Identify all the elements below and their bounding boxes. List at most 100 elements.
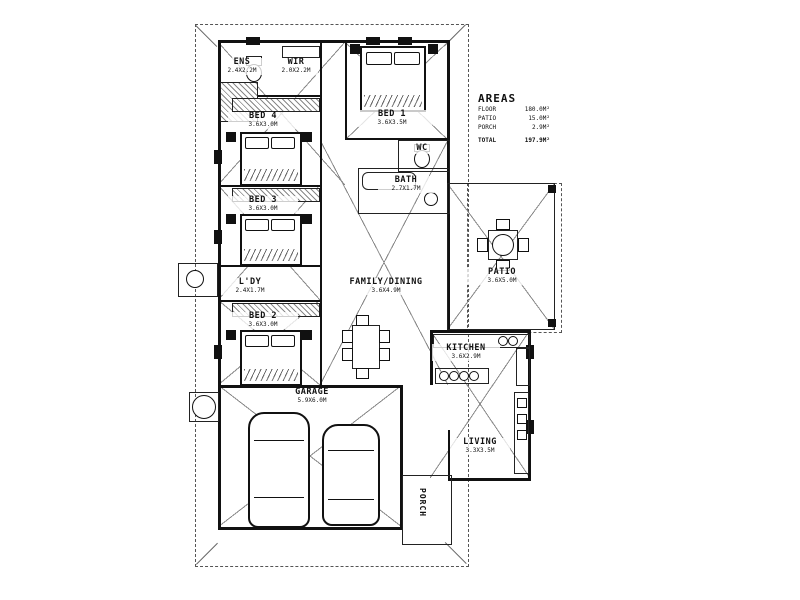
areas-label: FLOOR (478, 106, 497, 113)
label-family-dining: FAMILY/DINING 3.6X4.9M (330, 277, 442, 295)
sink-bowl-icon (508, 336, 518, 346)
areas-value: 197.9M² (524, 137, 550, 144)
room-dim: 3.6X3.0M (248, 120, 278, 128)
chair-icon (518, 238, 529, 252)
robe-bed4-icon (232, 98, 320, 112)
bed1-icon (360, 46, 426, 112)
wall-bed4-bottom (218, 185, 320, 187)
room-name: GARAGE (295, 387, 329, 397)
bath-outline (358, 168, 450, 214)
pillow (271, 335, 295, 347)
wall-ens-bottom (218, 95, 320, 97)
room-dim: 3.6X2.9M (451, 352, 481, 360)
car-windshield-line (254, 440, 304, 441)
room-dim: 2.4X1.7M (235, 286, 265, 294)
room-name: BATH (394, 175, 418, 185)
areas-row-porch: PORCH 2.9M² (478, 123, 550, 132)
areas-label: PATIO (478, 115, 497, 122)
label-porch: PORCH (418, 488, 427, 518)
bed4-icon (240, 132, 302, 186)
room-dim: 3.6X5.0M (487, 276, 517, 284)
media-shelf-icon (517, 430, 527, 440)
wall-garage-top (218, 385, 403, 388)
label-bed2: BED 2 3.6X3.0M (228, 311, 298, 329)
chair-icon (379, 348, 390, 361)
wall-garage-right (400, 385, 403, 530)
room-name: L'DY (238, 277, 262, 287)
room-name: BED 4 (248, 111, 278, 121)
cooktop-burner-icon (439, 371, 449, 381)
blanket (244, 169, 298, 181)
media-shelf-icon (517, 398, 527, 408)
chair-icon (342, 330, 353, 343)
chair-icon (496, 219, 510, 230)
wall-bed1-bottom (345, 138, 450, 140)
window-left-bed4 (214, 150, 222, 164)
label-bed1: BED 1 3.6X3.5M (352, 109, 432, 127)
chair-icon (356, 315, 369, 326)
room-dim: 3.6X3.0M (248, 204, 278, 212)
areas-table: AREAS FLOOR 180.0M² PATIO 15.0M² PORCH 2… (478, 92, 550, 145)
areas-row-patio: PATIO 15.0M² (478, 114, 550, 123)
cooktop-burner-icon (459, 371, 469, 381)
pillow (245, 137, 269, 149)
label-wc: WC (404, 143, 440, 154)
room-name: PORCH (418, 488, 427, 518)
media-unit-icon (514, 392, 529, 474)
wall-right-upper (447, 40, 450, 186)
blanket (364, 95, 422, 107)
media-shelf-icon (517, 414, 527, 424)
blanket (244, 249, 298, 261)
room-name: ENS (233, 57, 251, 67)
kitchen-bench-side-icon (516, 348, 530, 386)
wall-left (218, 40, 221, 530)
chair-icon (356, 368, 369, 379)
bedside-table-icon (226, 132, 236, 142)
label-bed4: BED 4 3.6X3.0M (228, 111, 298, 129)
window-top-bed1-a (366, 37, 380, 45)
room-dim: 5.9X6.0M (297, 396, 327, 404)
chair-icon (342, 348, 353, 361)
areas-value: 2.9M² (531, 124, 550, 131)
tank-box-icon (189, 392, 219, 422)
wall-bed3-bottom (218, 265, 320, 267)
areas-title: AREAS (478, 92, 517, 105)
room-dim: 3.6X3.5M (377, 118, 407, 126)
bedside-table-icon (302, 132, 312, 142)
pillow (271, 219, 295, 231)
cooktop-bench-icon (435, 368, 489, 384)
chair-icon (477, 238, 488, 252)
wall-kitchen-left (430, 330, 433, 385)
room-dim: 3.6X4.9M (371, 286, 401, 294)
wall-kitchen-top (430, 330, 531, 333)
car-rear-line (254, 497, 304, 498)
cooktop-burner-icon (469, 371, 479, 381)
bedside-table-icon (428, 44, 438, 54)
wc-outline (398, 140, 450, 172)
porch-outline (402, 475, 452, 545)
bedside-table-icon (226, 330, 236, 340)
dining-table-icon (352, 325, 380, 369)
room-name: FAMILY/DINING (349, 277, 423, 287)
cooktop-burner-icon (449, 371, 459, 381)
wall-living-bottom (448, 478, 531, 481)
wardrobe-shelf-icon (282, 46, 320, 58)
pillow (245, 219, 269, 231)
car-icon (248, 412, 310, 528)
wall-laundry-bottom (218, 300, 320, 302)
patio-table-icon (488, 230, 518, 260)
room-dim: 2.4X2.2M (227, 66, 257, 74)
label-bath: BATH 2.7X1.7M (378, 175, 434, 193)
bedside-table-icon (226, 214, 236, 224)
pillow (271, 137, 295, 149)
label-wir: WIR 2.0X2.2M (274, 57, 318, 75)
patio-post-bottom (548, 319, 556, 327)
areas-row-floor: FLOOR 180.0M² (478, 105, 550, 114)
pillow (245, 335, 269, 347)
bed3-icon (240, 214, 302, 266)
room-name: BED 1 (377, 109, 407, 119)
bedside-table-icon (302, 214, 312, 224)
room-name: PATIO (487, 267, 517, 277)
pillow (366, 52, 392, 65)
